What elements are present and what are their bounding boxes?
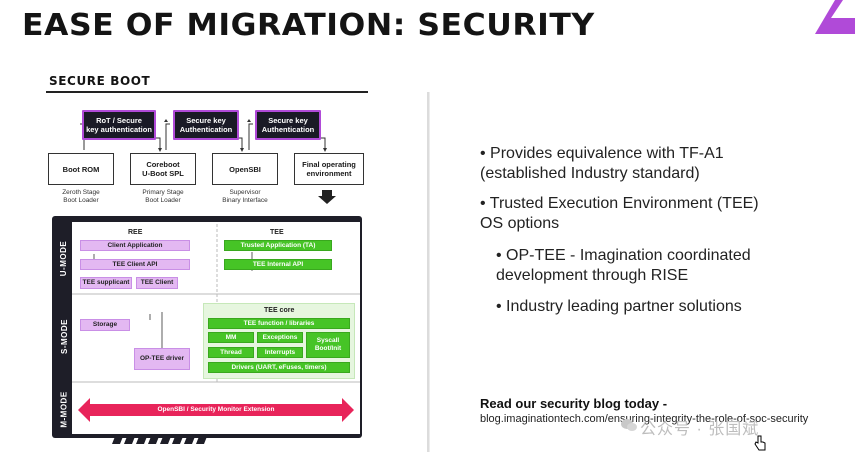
ree-title: REE bbox=[128, 229, 143, 236]
bullet-1: • Provides equivalence with TF-A1 (estab… bbox=[480, 145, 724, 182]
opensbi-arrow bbox=[78, 398, 354, 422]
watermark: 公众号 · 张国斌 bbox=[640, 421, 760, 438]
u-mode-label: U-MODE bbox=[59, 240, 69, 276]
stage-opensbi: OpenSBI bbox=[212, 153, 278, 185]
hatch-stripe bbox=[112, 434, 208, 444]
slide-title: EASE OF MIGRATION: SECURITY bbox=[22, 8, 595, 43]
tee-client-api: TEE Client API bbox=[80, 259, 190, 270]
auth-box-secure-key-1: Secure key Authentication bbox=[173, 110, 239, 140]
mm-box: MM bbox=[208, 332, 254, 343]
opensbi-bar-label: OpenSBI / Security Monitor Extension bbox=[157, 406, 275, 413]
auth-box-rot: RoT / Secure key authentication bbox=[82, 110, 156, 140]
blog-link[interactable]: blog.imaginationtech.com/ensuring-integr… bbox=[480, 413, 809, 425]
tee-core-label: TEE core bbox=[264, 307, 295, 314]
column-divider bbox=[427, 92, 430, 452]
stage-caption-primary: Primary Stage Boot Loader bbox=[142, 189, 184, 204]
m-mode-label: M-MODE bbox=[59, 390, 69, 428]
thread-box: Thread bbox=[208, 347, 254, 358]
stage-caption-zeroth: Zeroth Stage Boot Loader bbox=[62, 189, 100, 204]
op-tee-driver: OP-TEE driver bbox=[134, 348, 190, 370]
tee-function-libraries: TEE function / libraries bbox=[208, 318, 350, 329]
tee-internal-api: TEE Internal API bbox=[224, 259, 332, 270]
tee-client: TEE Client bbox=[136, 277, 178, 289]
sub-bullet-2: • Industry leading partner solutions bbox=[496, 298, 742, 315]
diagram-rule bbox=[46, 91, 368, 93]
storage: Storage bbox=[80, 319, 130, 331]
sub-bullet-1: • OP-TEE - Imagination coordinated devel… bbox=[496, 247, 751, 284]
hand-cursor-icon bbox=[754, 435, 766, 451]
drivers-box: Drivers (UART, eFuses, timers) bbox=[208, 362, 350, 373]
corner-accent-icon bbox=[815, 0, 855, 34]
syscall-boot-init-box: Syscall Boot/Init bbox=[306, 332, 350, 358]
tee-title: TEE bbox=[270, 229, 284, 236]
stage-caption-supervisor: Supervisor Binary Interface bbox=[222, 189, 268, 204]
exceptions-box: Exceptions bbox=[257, 332, 303, 343]
secure-boot-diagram: SECURE BOOT RoT / Secure key authenticat… bbox=[46, 66, 370, 458]
client-application: Client Application bbox=[80, 240, 190, 251]
stage-final-environment: Final operating environment bbox=[294, 153, 364, 185]
interrupts-box: Interrupts bbox=[257, 347, 303, 358]
trusted-application: Trusted Application (TA) bbox=[224, 240, 332, 251]
auth-box-secure-key-2: Secure key Authentication bbox=[255, 110, 321, 140]
diagram-title: SECURE BOOT bbox=[49, 74, 151, 88]
s-mode-label: S-MODE bbox=[59, 318, 69, 354]
bullet-2: • Trusted Execution Environment (TEE) OS… bbox=[480, 195, 759, 232]
wechat-icon bbox=[621, 419, 637, 431]
blog-heading: Read our security blog today - bbox=[480, 396, 668, 411]
tee-supplicant: TEE supplicant bbox=[80, 277, 132, 289]
stage-coreboot: Coreboot U-Boot SPL bbox=[130, 153, 196, 185]
stage-boot-rom: Boot ROM bbox=[48, 153, 114, 185]
